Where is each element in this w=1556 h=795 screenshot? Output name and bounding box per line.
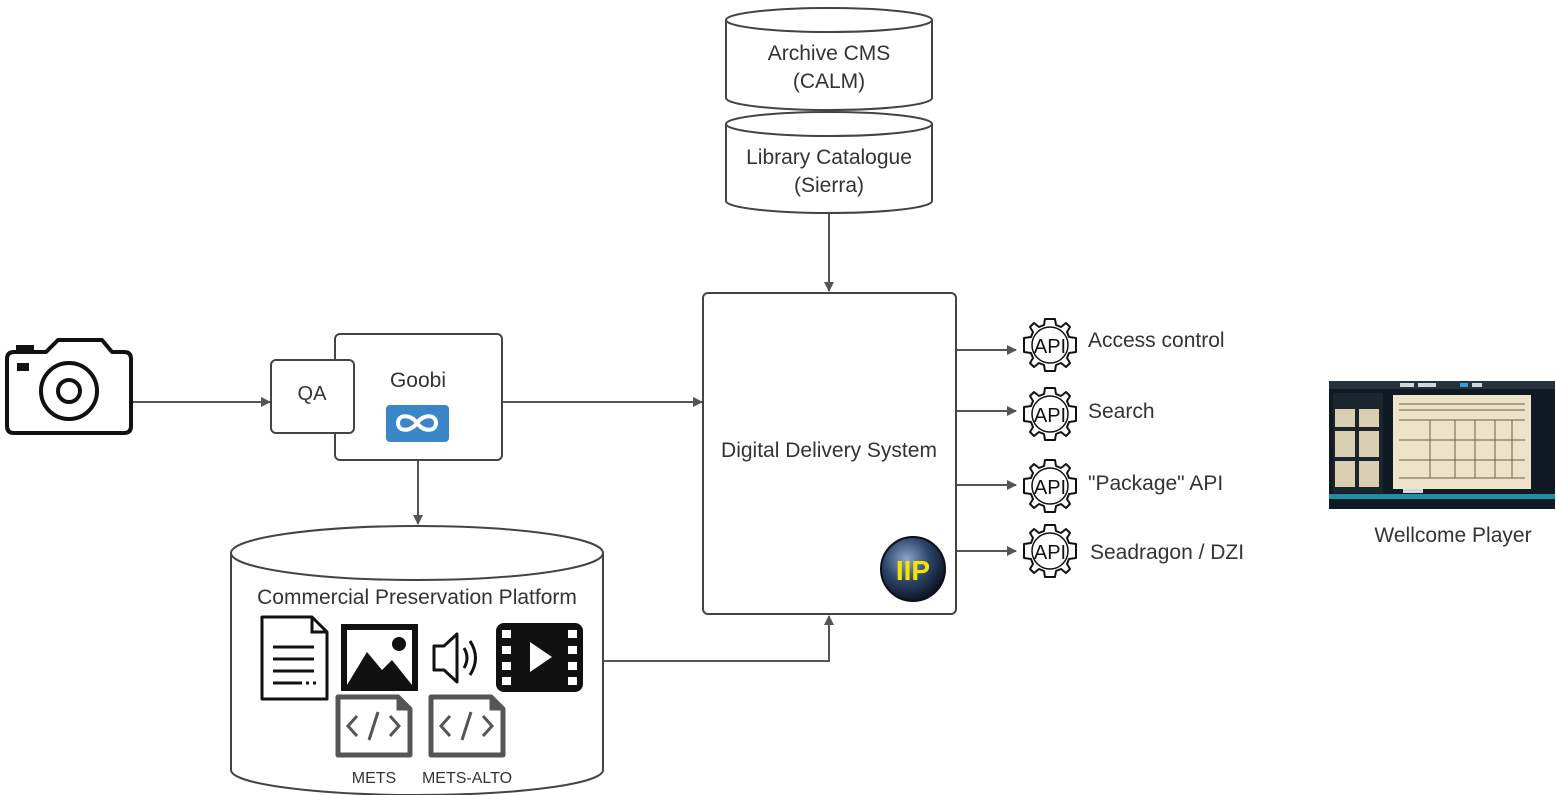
preservation-platform-db[interactable]: Commercial Preservation Platform <box>230 525 604 795</box>
video-icon <box>496 623 583 692</box>
api-access-control-label: Access control <box>1088 329 1225 352</box>
api-package[interactable]: API "Package" API <box>1023 459 1223 513</box>
iip-badge-icon: IIP <box>880 536 946 602</box>
qa-label: QA <box>298 383 328 405</box>
iip-badge-text: IIP <box>896 555 930 586</box>
api-gear-icon: API <box>1023 459 1077 513</box>
mets-label: METS <box>352 770 396 787</box>
mets-alto-xml-file-icon <box>428 694 506 758</box>
preservation-label: Commercial Preservation Platform <box>257 586 577 609</box>
archive-cms-title: Archive CMS <box>768 42 891 65</box>
api-gear-icon: API <box>1023 318 1077 372</box>
api-badge-text: API <box>1034 477 1066 499</box>
api-gear-icon: API <box>1023 387 1077 441</box>
api-access-control[interactable]: API Access control <box>1023 318 1225 372</box>
audio-icon <box>432 632 477 684</box>
digital-delivery-system-box[interactable]: Digital Delivery System IIP <box>702 292 957 615</box>
library-catalogue-db[interactable]: Library Catalogue (Sierra) <box>725 111 933 214</box>
camera-icon <box>5 338 133 435</box>
mets-alto-label: METS-ALTO <box>422 770 512 787</box>
infinity-icon <box>386 405 449 442</box>
archive-cms-subtitle: (CALM) <box>793 70 865 93</box>
goobi-label: Goobi <box>390 369 446 392</box>
api-badge-text: API <box>1034 336 1066 358</box>
preservation-to-dds-arrow <box>604 615 834 662</box>
api-badge-text: API <box>1034 405 1066 427</box>
wellcome-player[interactable]: Wellcome Player <box>1329 381 1555 547</box>
qa-box[interactable]: QA <box>270 359 355 434</box>
player-screenshot <box>1329 381 1555 509</box>
api-search[interactable]: API Search <box>1023 387 1155 441</box>
api-package-label: "Package" API <box>1088 472 1223 495</box>
api-seadragon-dzi[interactable]: API Seadragon / DZI <box>1023 524 1244 578</box>
image-icon <box>341 624 418 691</box>
document-icon <box>260 615 329 701</box>
library-catalogue-subtitle: (Sierra) <box>794 174 864 197</box>
api-search-label: Search <box>1088 400 1155 423</box>
goobi-box[interactable]: Goobi <box>334 333 503 461</box>
library-catalogue-title: Library Catalogue <box>746 146 912 169</box>
api-gear-icon: API <box>1023 524 1077 578</box>
api-seadragon-dzi-label: Seadragon / DZI <box>1090 541 1244 564</box>
archive-cms-db[interactable]: Archive CMS (CALM) <box>725 7 933 111</box>
wellcome-player-label: Wellcome Player <box>1374 524 1531 547</box>
mets-xml-file-icon <box>335 694 413 758</box>
api-badge-text: API <box>1034 542 1066 564</box>
dds-label: Digital Delivery System <box>721 439 937 462</box>
connectors <box>131 213 1017 662</box>
